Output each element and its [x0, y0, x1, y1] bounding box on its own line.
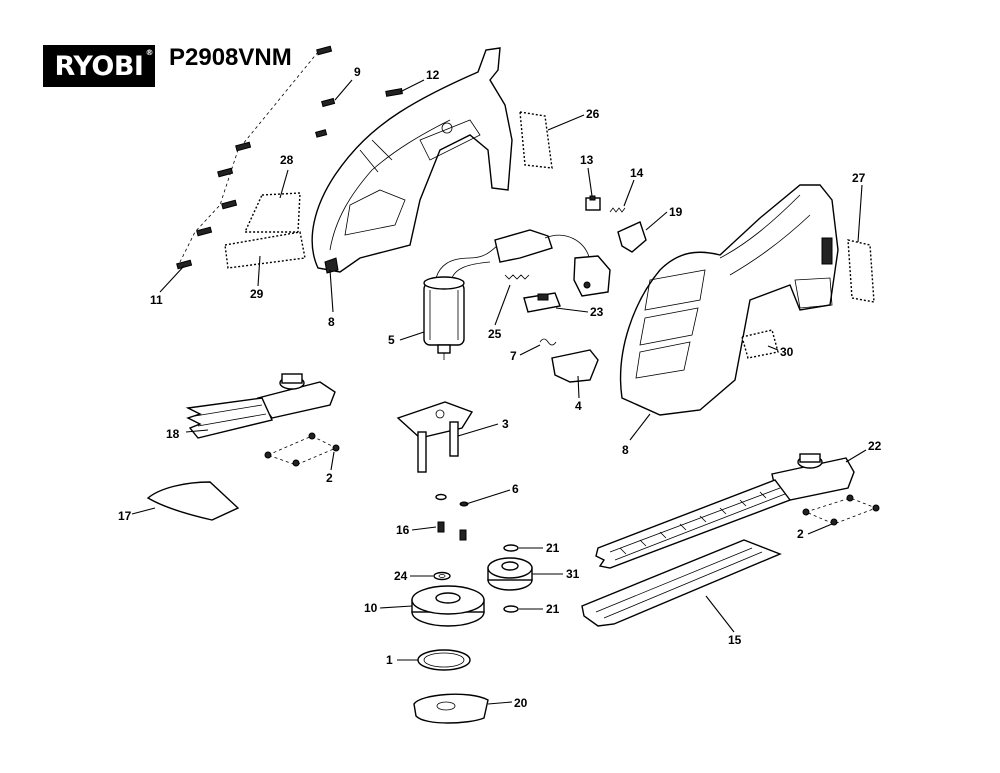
gear-plate-3-part	[396, 401, 474, 473]
callout-25: 25	[488, 327, 502, 341]
screw-set-22	[802, 494, 880, 526]
label-30-part	[741, 329, 779, 359]
callout-2-left: 2	[326, 471, 333, 485]
callout-19: 19	[669, 205, 683, 219]
trigger-4-part	[551, 349, 599, 383]
callout-2-right: 2	[797, 527, 804, 541]
registered-mark: ®	[145, 48, 154, 57]
callout-28: 28	[280, 153, 294, 167]
leader-lines	[131, 79, 867, 705]
ring-1-part	[417, 649, 471, 671]
cam-20-part	[413, 693, 489, 724]
label-26-part	[519, 111, 553, 169]
callout-4: 4	[575, 399, 582, 413]
callout-6: 6	[512, 482, 519, 496]
brand-logo: RYOBI ®	[43, 45, 155, 87]
shear-blade-18-part	[185, 373, 336, 439]
callout-17: 17	[118, 509, 132, 523]
header: RYOBI ® P2908VNM	[0, 0, 1000, 100]
callout-27: 27	[852, 171, 866, 185]
callout-11: 11	[150, 293, 163, 307]
blade-cover-17-part	[146, 481, 240, 521]
callout-13: 13	[580, 153, 594, 167]
callout-5: 5	[388, 333, 395, 347]
washer-6-part	[435, 493, 469, 507]
callout-20: 20	[514, 696, 528, 710]
callout-31: 31	[566, 567, 580, 581]
callout-9: 9	[354, 65, 361, 79]
callout-8-right: 8	[622, 443, 629, 457]
washer-21a-part	[503, 544, 519, 552]
motor-icon	[423, 276, 465, 360]
spring-25-part	[504, 274, 530, 280]
lever-19-part	[617, 221, 647, 253]
washer-21b-part	[503, 605, 519, 613]
callout-1: 1	[386, 653, 393, 667]
callout-22: 22	[868, 439, 882, 453]
button-13-part	[585, 195, 601, 211]
callout-labels: 9 12 26 28 11 29 8 13 14 19 27 5 25 23 7…	[118, 65, 882, 710]
screws-16-part	[437, 521, 467, 541]
callout-21-lower: 21	[546, 602, 560, 616]
callout-23: 23	[590, 305, 604, 319]
gear-10-part	[411, 585, 485, 627]
callout-26: 26	[586, 107, 600, 121]
right-housing-part	[619, 184, 839, 416]
callout-24: 24	[394, 569, 408, 583]
brand-logo-text: RYOBI	[54, 50, 144, 82]
screw-set-housing	[176, 45, 403, 270]
spring-14-part	[609, 207, 626, 213]
model-number: P2908VNM	[169, 44, 292, 71]
switch-23-part	[523, 292, 561, 313]
callout-3: 3	[502, 417, 509, 431]
callout-16: 16	[396, 523, 410, 537]
left-housing-part	[311, 47, 513, 274]
callout-7: 7	[510, 349, 517, 363]
motor-part	[423, 229, 611, 360]
label-29-part	[224, 231, 306, 269]
housing-icon	[619, 184, 839, 416]
callout-29: 29	[250, 287, 264, 301]
spring-7-part	[539, 338, 557, 346]
callout-12: 12	[426, 68, 440, 82]
callout-30: 30	[780, 345, 794, 359]
label-28-part	[243, 192, 301, 233]
blade-icon	[185, 373, 336, 439]
callout-21-upper: 21	[546, 541, 560, 555]
callout-15: 15	[728, 633, 742, 647]
hedge-blade-22-part	[595, 453, 855, 569]
screw-set-18	[264, 432, 340, 467]
gear-31-part	[487, 557, 533, 591]
label-27-part	[847, 239, 875, 303]
callout-10: 10	[364, 601, 378, 615]
washer-24-part	[433, 571, 451, 581]
callout-8-left: 8	[328, 315, 335, 329]
screw-icon	[176, 45, 403, 270]
callout-14: 14	[630, 166, 644, 180]
blade-sheath-15-part	[581, 539, 782, 627]
callout-18: 18	[166, 427, 180, 441]
